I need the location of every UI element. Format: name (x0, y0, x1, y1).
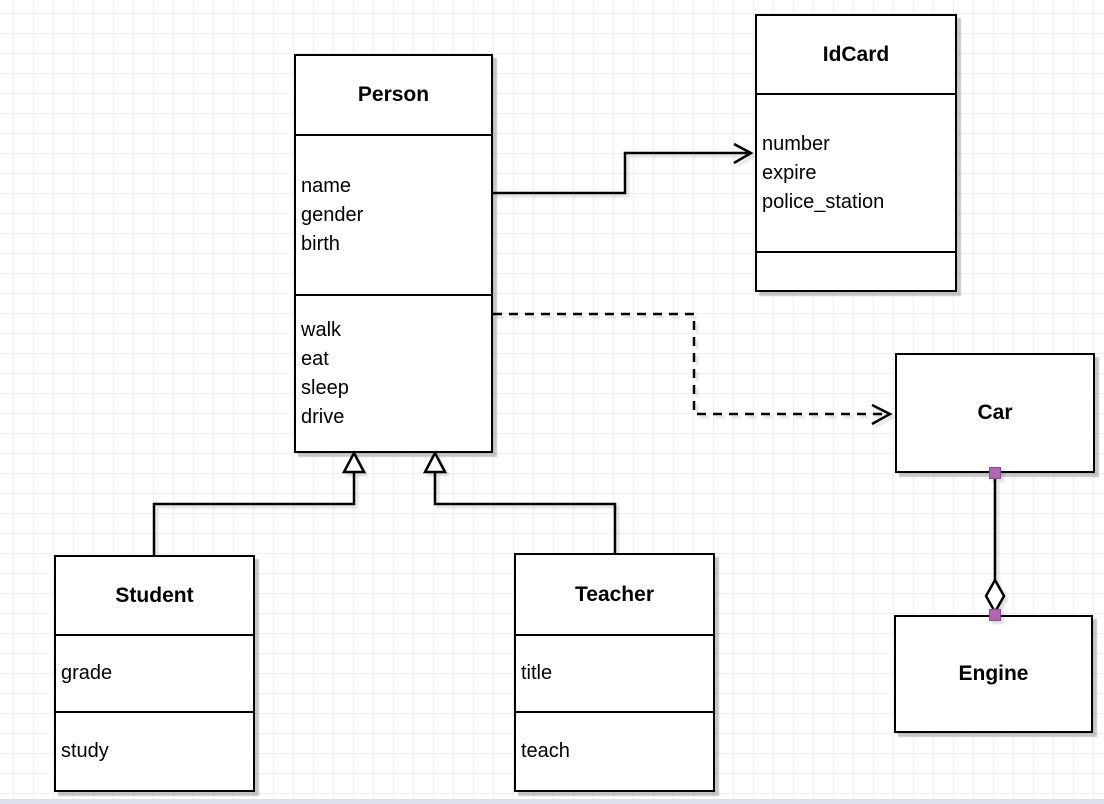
class-title: Engine (958, 662, 1029, 685)
method: teach (521, 740, 570, 762)
attribute: number (762, 132, 830, 155)
class-student[interactable]: Student grade study (54, 555, 255, 792)
class-title: Person (296, 56, 491, 136)
hollow-triangle-icon (341, 450, 367, 474)
open-arrowhead-icon (733, 142, 754, 165)
attributes-compartment: grade (56, 636, 253, 713)
attributes-compartment: title (516, 636, 713, 713)
methods-compartment: teach (516, 713, 713, 790)
class-title: Teacher (516, 555, 713, 636)
class-person[interactable]: Person name gender birth walk eat sleep … (294, 54, 493, 453)
attributes-compartment: name gender birth (296, 136, 491, 296)
association-line[interactable] (493, 151, 750, 195)
method: sleep (301, 376, 349, 399)
attribute: grade (61, 662, 113, 684)
edge-student-person-generalization[interactable] (152, 450, 367, 555)
connection-handle[interactable] (989, 609, 1001, 621)
canvas-edge-strip (0, 799, 1104, 804)
generalization-line[interactable] (433, 471, 617, 553)
methods-compartment: walk eat sleep drive (296, 296, 491, 451)
hollow-triangle-icon (422, 450, 448, 474)
edge-person-car-dependency[interactable] (493, 312, 893, 426)
class-car[interactable]: Car (895, 353, 1095, 473)
methods-compartment: study (56, 713, 253, 790)
method: study (61, 740, 109, 762)
attribute: expire (762, 161, 817, 184)
class-title: IdCard (757, 16, 955, 95)
class-engine[interactable]: Engine (894, 615, 1093, 733)
class-title: Car (977, 401, 1013, 424)
class-idcard[interactable]: IdCard number expire police_station (755, 14, 957, 292)
generalization-line[interactable] (152, 471, 356, 555)
edge-person-idcard-association[interactable] (493, 142, 754, 195)
method: eat (301, 347, 329, 370)
edge-car-engine-aggregation[interactable] (984, 467, 1006, 621)
hollow-diamond-icon (984, 577, 1006, 615)
class-title: Student (56, 557, 253, 636)
attributes-compartment: number expire police_station (757, 95, 955, 253)
dependency-line[interactable] (493, 312, 888, 416)
edge-teacher-person-generalization[interactable] (422, 450, 617, 553)
open-arrowhead-icon (871, 403, 893, 426)
attribute: birth (301, 232, 340, 255)
method: drive (301, 405, 345, 428)
connection-handle[interactable] (989, 467, 1001, 479)
attribute: name (301, 174, 352, 197)
class-teacher[interactable]: Teacher title teach (514, 553, 715, 792)
attribute: title (521, 662, 553, 684)
attribute: gender (301, 203, 364, 226)
attribute: police_station (762, 190, 885, 213)
method: walk (301, 318, 342, 341)
